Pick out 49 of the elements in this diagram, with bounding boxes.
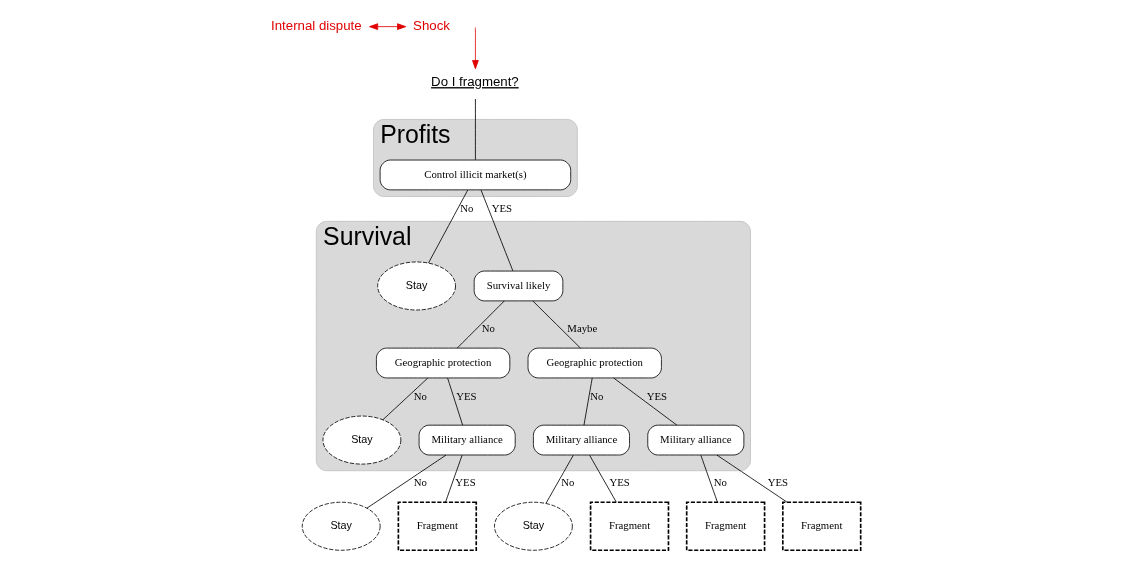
connector	[366, 454, 446, 509]
node-text: Shock	[412, 17, 450, 33]
node-text: Do I fragment?	[430, 74, 519, 90]
edge-label: YES	[646, 389, 667, 402]
connector	[583, 377, 593, 426]
edge-label: No	[413, 389, 427, 402]
edge-label: YES	[608, 475, 630, 488]
connector	[382, 377, 428, 421]
arrow	[471, 27, 479, 70]
connector	[588, 454, 617, 503]
node-ellipse: Stay	[322, 415, 401, 465]
node-ellipse: Stay	[493, 501, 573, 551]
node-box: Geographic protection	[375, 347, 510, 379]
edge-label: Maybe	[566, 321, 597, 334]
connector	[444, 454, 462, 503]
connector	[456, 300, 505, 349]
connector	[699, 454, 718, 503]
edge-label: YES	[491, 201, 512, 214]
edge-label: No	[459, 201, 473, 214]
connector	[531, 300, 581, 349]
node-box: Military alliance	[532, 424, 630, 456]
connector	[612, 377, 677, 426]
node-box: Control illicit market(s)	[379, 159, 571, 191]
node-ellipse: Stay	[301, 501, 381, 551]
connector	[474, 98, 476, 161]
node-box: Fragment	[589, 501, 669, 552]
node-box: Fragment	[781, 501, 862, 552]
node-box: Geographic protection	[527, 347, 662, 379]
edge-label: YES	[454, 475, 476, 488]
node-ellipse: Stay	[376, 261, 456, 311]
node-box: Fragment	[685, 501, 765, 552]
edge-label: No	[713, 475, 727, 488]
node-box: Fragment	[397, 501, 477, 552]
connector	[545, 454, 574, 504]
arrow	[368, 23, 406, 30]
node-text: Internal dispute	[270, 17, 362, 33]
connector	[715, 454, 787, 503]
connector	[446, 377, 463, 426]
connector	[480, 189, 513, 272]
edge-label: No	[560, 475, 574, 488]
edge-label: YES	[767, 475, 788, 488]
node-box: Military alliance	[646, 424, 744, 456]
edge-label: No	[589, 389, 603, 402]
node-box: Military alliance	[418, 424, 516, 456]
edge-label: No	[481, 321, 495, 334]
edge-label: No	[413, 475, 427, 488]
connector	[427, 189, 468, 264]
edge-label: YES	[455, 389, 476, 402]
node-box: Survival likely	[473, 270, 563, 302]
